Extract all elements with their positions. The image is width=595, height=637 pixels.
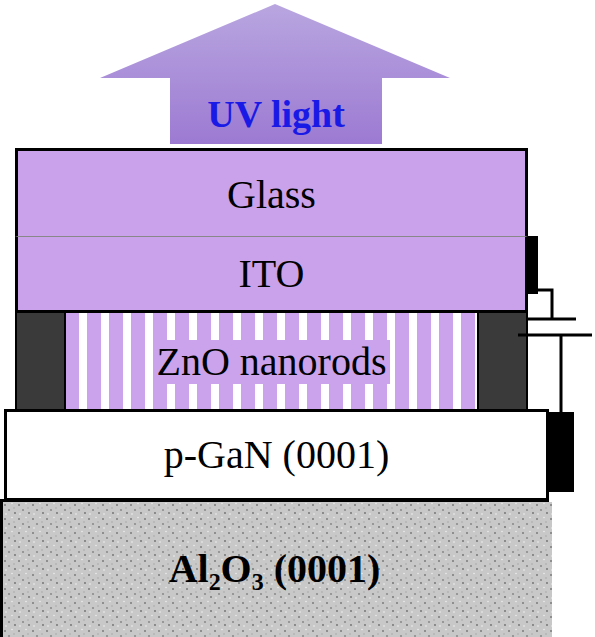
layer-band: ZnO nanorods (65, 312, 478, 411)
layer-label: Al₂O₃ (0001) (169, 547, 381, 591)
layer-band: Al₂O₃ (0001) (0, 499, 549, 637)
layer-band: ITO (15, 236, 528, 313)
battery-plate (518, 334, 592, 337)
layer-label: ZnO nanorods (153, 340, 391, 384)
insulator-block (478, 312, 527, 410)
battery-plate (528, 318, 576, 321)
layer-label: p-GaN (0001) (164, 433, 390, 477)
layer-band: Glass (15, 148, 528, 238)
arrow-label: UV light (207, 94, 345, 136)
ito-contact (527, 236, 538, 294)
wire (538, 290, 552, 318)
nanorod-array (65, 312, 478, 410)
light-arrow: UV light (100, 4, 452, 144)
wire (560, 335, 563, 412)
insulator-block (16, 312, 65, 410)
gan-contact (548, 412, 574, 492)
layer-label: Glass (227, 173, 316, 217)
layer-band: p-GaN (0001) (4, 409, 549, 501)
arrow-body (100, 4, 450, 144)
layer-label: ITO (239, 252, 305, 296)
